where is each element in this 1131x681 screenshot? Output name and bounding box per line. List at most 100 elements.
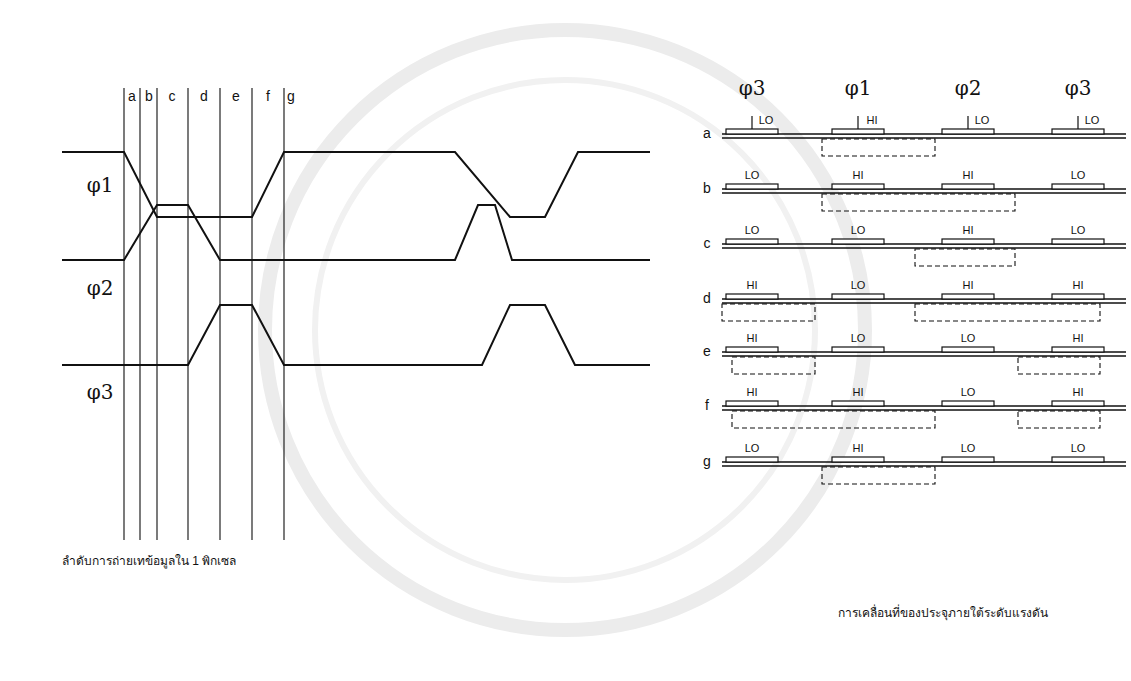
caption: การเคลื่อนที่ของประจุภายใต้ระดับแรงดัน bbox=[838, 607, 1048, 620]
gate-electrode bbox=[832, 184, 884, 189]
gate-voltage-state: HI bbox=[853, 442, 864, 454]
gate-electrode bbox=[942, 184, 994, 189]
phi3-waveform bbox=[62, 305, 650, 365]
potential-well bbox=[732, 357, 815, 374]
gate-voltage-state: LO bbox=[851, 332, 866, 344]
caption: ลำดับการถ่ายเทข้อมูลใน 1 พิกเซล bbox=[62, 555, 236, 568]
potential-well bbox=[822, 194, 1015, 211]
potential-well bbox=[915, 304, 1100, 321]
ccd-cross-sections bbox=[722, 116, 1126, 484]
potential-well bbox=[822, 139, 935, 156]
gate-voltage-state: LO bbox=[1071, 224, 1086, 236]
row-letter: f bbox=[705, 398, 709, 413]
gate-voltage-state: HI bbox=[747, 279, 758, 291]
gate-voltage-state: LO bbox=[745, 169, 760, 181]
row-letter: b bbox=[703, 181, 711, 196]
gate-voltage-state: HI bbox=[853, 386, 864, 398]
gate-electrode bbox=[726, 347, 778, 352]
gate-voltage-state: HI bbox=[867, 114, 878, 126]
potential-well bbox=[722, 304, 815, 321]
gate-electrode bbox=[942, 294, 994, 299]
time-step-letter: g bbox=[287, 89, 295, 104]
gate-voltage-state: HI bbox=[963, 169, 974, 181]
gate-voltage-state: LO bbox=[1071, 442, 1086, 454]
clock-phase-label: φ3 bbox=[87, 381, 114, 403]
gate-lead bbox=[857, 116, 858, 129]
potential-well bbox=[732, 411, 935, 428]
gate-phase-label: φ2 bbox=[955, 77, 982, 99]
time-marker-lines bbox=[124, 88, 284, 540]
gate-electrode bbox=[726, 401, 778, 406]
gate-electrode bbox=[832, 239, 884, 244]
gate-voltage-state: LO bbox=[961, 332, 976, 344]
gate-electrode bbox=[942, 401, 994, 406]
gate-voltage-state: HI bbox=[853, 169, 864, 181]
gate-voltage-state: HI bbox=[963, 279, 974, 291]
watermark-seal bbox=[315, 80, 815, 580]
gate-electrode bbox=[942, 239, 994, 244]
gate-voltage-state: HI bbox=[747, 386, 758, 398]
gate-voltage-state: LO bbox=[961, 386, 976, 398]
time-step-letter: c bbox=[169, 89, 176, 104]
gate-voltage-state: HI bbox=[1073, 279, 1084, 291]
gate-electrode bbox=[726, 294, 778, 299]
potential-well bbox=[822, 467, 935, 484]
potential-well bbox=[1018, 411, 1100, 428]
potential-well bbox=[1018, 357, 1100, 374]
gate-electrode bbox=[942, 129, 994, 134]
time-step-letter: b bbox=[145, 89, 153, 104]
gate-electrode bbox=[726, 239, 778, 244]
gate-voltage-state: HI bbox=[1073, 386, 1084, 398]
watermark-seal bbox=[265, 30, 865, 630]
gate-electrode bbox=[942, 457, 994, 462]
time-step-letter: e bbox=[232, 89, 240, 104]
gate-phase-label: φ3 bbox=[1065, 77, 1092, 99]
gate-electrode bbox=[832, 294, 884, 299]
gate-electrode bbox=[832, 457, 884, 462]
phi1-waveform bbox=[62, 152, 650, 217]
time-step-letter: a bbox=[128, 89, 136, 104]
gate-voltage-state: LO bbox=[961, 442, 976, 454]
clock-phase-label: φ2 bbox=[87, 277, 114, 299]
gate-electrode bbox=[942, 347, 994, 352]
gate-electrode bbox=[832, 129, 884, 134]
gate-voltage-state: LO bbox=[759, 114, 774, 126]
gate-voltage-state: HI bbox=[1073, 332, 1084, 344]
gate-voltage-state: LO bbox=[745, 224, 760, 236]
gate-phase-label: φ1 bbox=[845, 77, 872, 99]
gate-electrode bbox=[726, 184, 778, 189]
gate-electrode bbox=[1052, 401, 1104, 406]
phi2-waveform bbox=[62, 205, 650, 260]
substrate-line bbox=[722, 137, 1126, 138]
row-letter: c bbox=[704, 236, 711, 251]
gate-electrode bbox=[1052, 129, 1104, 134]
gate-voltage-state: LO bbox=[745, 442, 760, 454]
gate-electrode bbox=[832, 347, 884, 352]
gate-electrode bbox=[726, 457, 778, 462]
gate-electrode bbox=[832, 401, 884, 406]
substrate-line bbox=[722, 465, 1126, 466]
gate-voltage-state: HI bbox=[963, 224, 974, 236]
gate-lead bbox=[1077, 116, 1078, 129]
row-letter: a bbox=[703, 126, 711, 141]
clock-waveforms bbox=[62, 152, 650, 365]
gate-voltage-state: LO bbox=[1085, 114, 1100, 126]
gate-lead bbox=[751, 116, 752, 129]
gate-electrode bbox=[1052, 457, 1104, 462]
time-step-letter: f bbox=[266, 89, 270, 104]
gate-electrode bbox=[1052, 184, 1104, 189]
gate-electrode bbox=[726, 129, 778, 134]
potential-well bbox=[915, 249, 1015, 266]
row-letter: g bbox=[703, 454, 711, 469]
gate-electrode bbox=[1052, 294, 1104, 299]
gate-voltage-state: HI bbox=[747, 332, 758, 344]
gate-voltage-state: LO bbox=[975, 114, 990, 126]
gate-voltage-state: LO bbox=[851, 279, 866, 291]
substrate-line bbox=[722, 192, 1126, 193]
clock-phase-label: φ1 bbox=[87, 174, 114, 196]
gate-lead bbox=[967, 116, 968, 129]
row-letter: d bbox=[703, 291, 711, 306]
gate-phase-label: φ3 bbox=[739, 77, 766, 99]
time-step-letter: d bbox=[200, 89, 208, 104]
